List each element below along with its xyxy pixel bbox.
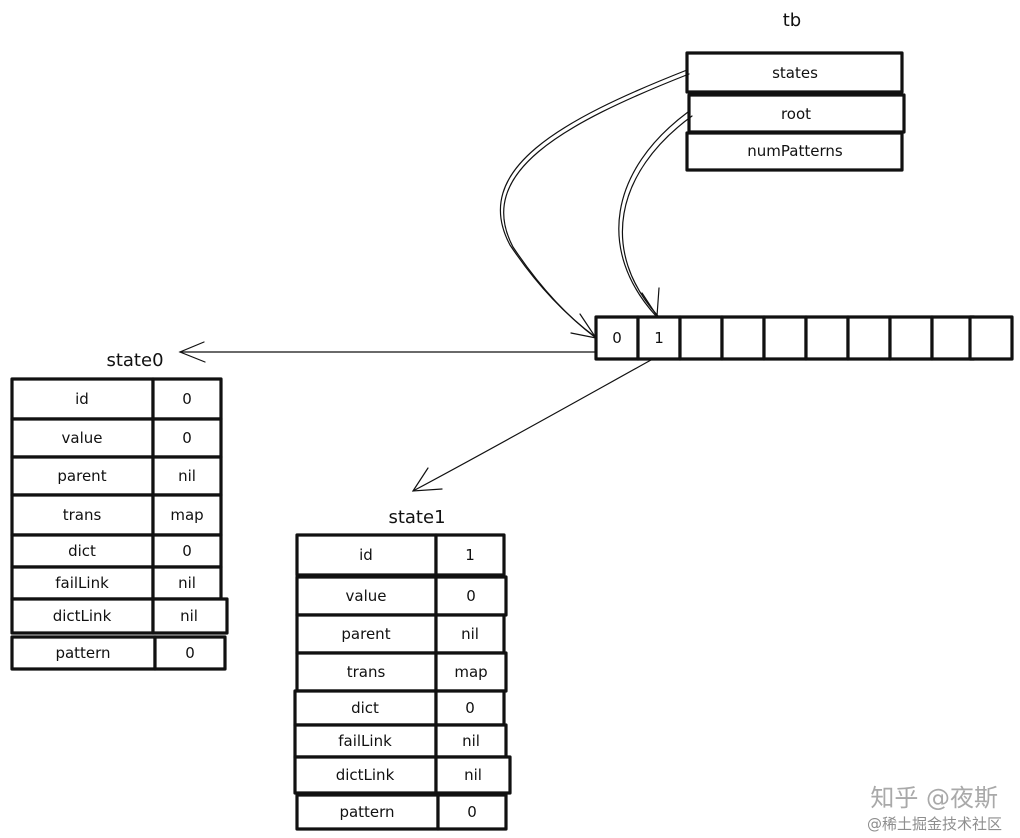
state0-title: state0 (106, 350, 163, 371)
array-cell-6 (846, 315, 892, 361)
state1-key-dictlink-box (293, 755, 438, 795)
arrow-root-to-cell1-head (641, 287, 660, 318)
state0-key-parent-box (10, 455, 155, 497)
state0-key-value: value (62, 429, 103, 447)
state1-key-parent: parent (341, 625, 390, 643)
state1-key-faillink: failLink (338, 732, 392, 750)
state0-val-faillink: nil (178, 574, 196, 592)
array-cell-0-label: 0 (612, 329, 622, 347)
state1-key-dict: dict (351, 699, 379, 717)
state1-key-dictlink: dictLink (336, 766, 395, 784)
arrow-states-to-array-head (570, 313, 598, 339)
state0-struct: id 0 value 0 parent nil trans map dict 0… (10, 377, 229, 671)
state0-key-faillink: failLink (55, 574, 109, 592)
state0-val-parent: nil (178, 467, 196, 485)
state0-key-dict: dict (68, 542, 96, 560)
state0-key-pattern: pattern (55, 644, 110, 662)
tb-field-states-box (685, 51, 904, 94)
arrow-root-to-cell1 (618, 111, 689, 317)
arrow-states-to-array-stroke2 (503, 73, 690, 339)
state0-val-trans: map (170, 506, 203, 524)
arrow-cell1-to-state1-head (411, 467, 443, 492)
state1-val-dict: 0 (465, 699, 475, 717)
array-cell-2 (678, 315, 724, 361)
state1-val-parent-box (434, 613, 506, 655)
array-cell-9 (968, 315, 1014, 361)
state0-val-dict: 0 (182, 542, 192, 560)
state0-key-id: id (75, 390, 89, 408)
states-array: 0 1 (594, 315, 1014, 361)
state0-val-pattern: 0 (185, 644, 195, 662)
state1-key-id: id (359, 546, 373, 564)
state1-val-trans: map (454, 663, 487, 681)
state1-struct: id 1 value 0 parent nil trans map dict 0… (293, 533, 512, 831)
tb-field-numpatterns: numPatterns (747, 142, 843, 160)
array-cell-1 (636, 315, 682, 361)
state1-val-faillink: nil (462, 732, 480, 750)
tb-field-numpatterns-box (685, 131, 904, 172)
state1-val-pattern: 0 (467, 803, 477, 821)
state0-key-pattern-box (10, 635, 157, 671)
array-cell-5 (804, 315, 850, 361)
state0-val-id: 0 (182, 390, 192, 408)
state0-val-value: 0 (182, 429, 192, 447)
state1-key-value: value (346, 587, 387, 605)
state1-val-id-box (434, 533, 506, 577)
arrow-cell0-to-state0-head (178, 341, 206, 363)
state1-val-pattern-box (436, 793, 508, 831)
state1-val-dictlink: nil (464, 766, 482, 784)
state0-val-faillink-box (151, 565, 223, 601)
state1-key-trans: trans (347, 663, 386, 681)
array-cell-4 (762, 315, 808, 361)
array-cell-7 (888, 315, 934, 361)
arrow-root-to-cell1-stroke2 (621, 115, 693, 317)
state0-key-trans: trans (63, 506, 102, 524)
state1-val-faillink-box (434, 723, 508, 759)
state1-key-pattern: pattern (339, 803, 394, 821)
state0-key-parent: parent (57, 467, 106, 485)
state1-val-id: 1 (465, 546, 475, 564)
state0-val-dictlink-box (151, 597, 229, 635)
array-cell-8 (930, 315, 976, 361)
array-cell-3 (720, 315, 766, 361)
state1-title: state1 (388, 507, 445, 528)
arrow-cell0-to-state0 (179, 351, 597, 354)
state1-val-dict-box (434, 689, 506, 727)
state0-val-dictlink: nil (180, 607, 198, 625)
tb-field-root: root (781, 105, 811, 123)
state1-val-dictlink-box (434, 755, 512, 795)
state0-key-value-box (10, 417, 155, 459)
arrow-cell1-to-state1 (412, 359, 652, 492)
state0-val-pattern-box (153, 635, 227, 671)
array-cell-1-label: 1 (654, 329, 664, 347)
state0-key-faillink-box (10, 565, 155, 601)
state1-val-trans-box (434, 651, 508, 693)
tb-field-states: states (772, 64, 818, 82)
watermark-sub: @稀土掘金技术社区 (866, 815, 1002, 833)
tb-title: tb (783, 10, 801, 31)
state1-val-parent: nil (461, 625, 479, 643)
state1-key-pattern-box (295, 793, 440, 831)
state1-val-value: 0 (466, 587, 476, 605)
watermark-main: 知乎 @夜斯 (870, 784, 998, 812)
pointer-arrows (178, 69, 693, 492)
state0-key-dictlink: dictLink (53, 607, 112, 625)
tb-struct: states root numPatterns (685, 51, 906, 172)
